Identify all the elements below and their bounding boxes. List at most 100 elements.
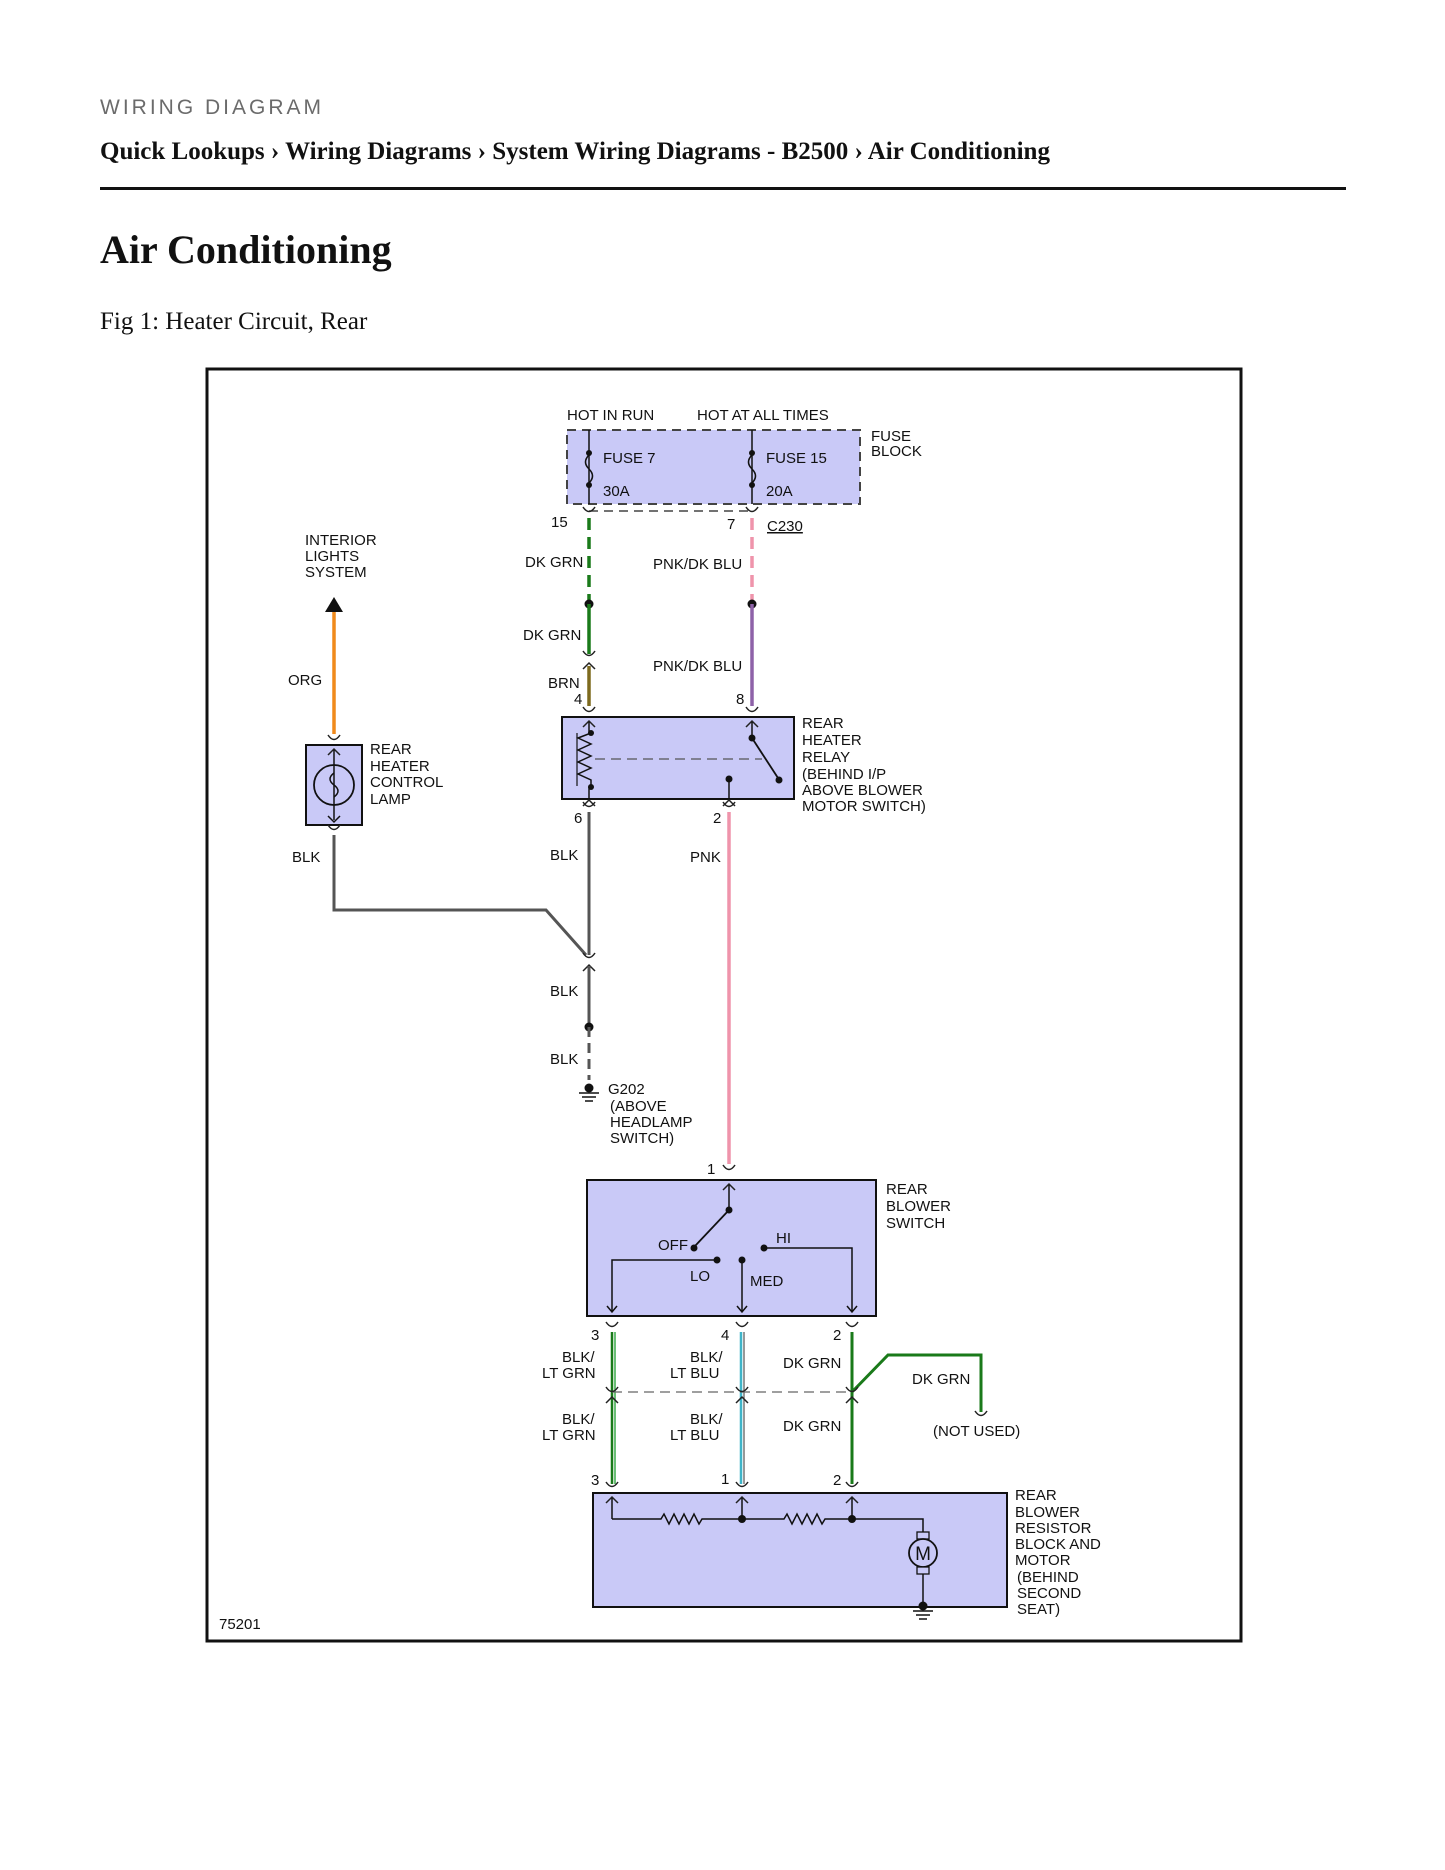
- breadcrumb-separator: ›: [854, 138, 863, 165]
- header-divider: [100, 187, 1346, 190]
- wire-blk-ground: BLK BLK BLK BLK: [292, 812, 596, 1080]
- breadcrumb-item-system-wiring-diagrams[interactable]: System Wiring Diagrams - B2500: [492, 138, 849, 165]
- svg-text:BLK/: BLK/: [562, 1411, 595, 1428]
- relay-coil-icon: [576, 732, 593, 787]
- fuse-block: HOT IN RUN HOT AT ALL TIMES FUSE BLOCK F…: [566, 407, 922, 505]
- svg-text:SECOND: SECOND: [1017, 1585, 1081, 1602]
- wire-dk-grn-output: DK GRN DK GRN DK GRN (NOT USED): [783, 1332, 1020, 1484]
- fuse-15-label: FUSE 15: [766, 450, 827, 467]
- svg-text:HEADLAMP: HEADLAMP: [610, 1114, 693, 1131]
- relay-label: HEATER: [802, 732, 862, 749]
- svg-text:REAR: REAR: [370, 741, 412, 758]
- svg-text:G202: G202: [608, 1081, 645, 1098]
- svg-text:SWITCH: SWITCH: [886, 1215, 945, 1232]
- svg-text:OFF: OFF: [658, 1237, 688, 1254]
- svg-text:REAR: REAR: [886, 1181, 928, 1198]
- svg-text:LIGHTS: LIGHTS: [305, 548, 359, 565]
- svg-text:HEATER: HEATER: [370, 758, 430, 775]
- relay-label: ABOVE BLOWER: [802, 782, 923, 799]
- svg-text:DK GRN: DK GRN: [912, 1371, 970, 1388]
- rear-heater-relay: 4 8 6 2 REAR HEATER RELAY (BEHIND I/P AB…: [561, 691, 926, 827]
- svg-text:LAMP: LAMP: [370, 791, 411, 808]
- diagram-frame: [205, 367, 1243, 1643]
- svg-text:PNK: PNK: [690, 849, 721, 866]
- svg-text:BLK: BLK: [550, 847, 578, 864]
- svg-text:DK GRN: DK GRN: [525, 554, 583, 571]
- svg-text:1: 1: [707, 1161, 715, 1178]
- svg-text:2: 2: [833, 1327, 841, 1344]
- relay-label: RELAY: [802, 749, 850, 766]
- relay-label: (BEHIND I/P: [802, 766, 886, 783]
- svg-text:BLK: BLK: [550, 983, 578, 1000]
- svg-text:BLOWER: BLOWER: [886, 1198, 951, 1215]
- fuse-15-rating: 20A: [766, 483, 793, 500]
- svg-text:BLK/: BLK/: [690, 1349, 723, 1366]
- breadcrumb-item-wiring-diagrams[interactable]: Wiring Diagrams: [285, 138, 472, 165]
- svg-text:1: 1: [721, 1471, 729, 1488]
- svg-text:LT BLU: LT BLU: [670, 1365, 719, 1382]
- relay-label: REAR: [802, 715, 844, 732]
- svg-text:MOTOR: MOTOR: [1015, 1552, 1071, 1569]
- svg-text:4: 4: [721, 1327, 729, 1344]
- svg-text:INTERIOR: INTERIOR: [305, 532, 377, 549]
- svg-text:7: 7: [727, 516, 735, 533]
- arrow-up-icon: [325, 597, 343, 612]
- svg-text:SYSTEM: SYSTEM: [305, 564, 367, 581]
- fuse-7-rating: 30A: [603, 483, 630, 500]
- rear-heater-control-lamp: REAR HEATER CONTROL LAMP: [305, 734, 443, 831]
- svg-text:2: 2: [713, 810, 721, 827]
- page-title: Air Conditioning: [100, 227, 392, 272]
- resistor-icon: [742, 1512, 852, 1526]
- section-kicker: WIRING DIAGRAM: [100, 96, 324, 119]
- inline-connector: [605, 1386, 859, 1404]
- connector-c230: 15 7 C230: [551, 506, 803, 535]
- svg-text:ORG: ORG: [288, 672, 322, 689]
- hot-at-all-times-label: HOT AT ALL TIMES: [697, 407, 829, 424]
- svg-text:6: 6: [574, 810, 582, 827]
- figure-id: 75201: [219, 1616, 261, 1633]
- svg-text:REAR: REAR: [1015, 1487, 1057, 1504]
- svg-text:3: 3: [591, 1472, 599, 1489]
- svg-text:BLOWER: BLOWER: [1015, 1504, 1080, 1521]
- breadcrumb-separator: ›: [270, 138, 280, 165]
- svg-text:(BEHIND: (BEHIND: [1017, 1569, 1079, 1586]
- fuse-block-label: BLOCK: [871, 443, 922, 460]
- fuse-7-label: FUSE 7: [603, 450, 656, 467]
- svg-text:BLK/: BLK/: [562, 1349, 595, 1366]
- fuse-block-label: FUSE: [871, 428, 911, 445]
- wire-org: ORG: [288, 612, 336, 734]
- svg-text:15: 15: [551, 514, 568, 531]
- svg-text:3: 3: [591, 1327, 599, 1344]
- svg-text:BLK: BLK: [292, 849, 320, 866]
- svg-text:BLOCK AND: BLOCK AND: [1015, 1536, 1101, 1553]
- svg-text:C230: C230: [767, 518, 803, 535]
- hot-in-run-label: HOT IN RUN: [567, 407, 654, 424]
- fuse-7-symbol: [584, 454, 594, 484]
- svg-text:BLK/: BLK/: [690, 1411, 723, 1428]
- svg-text:PNK/DK BLU: PNK/DK BLU: [653, 658, 742, 675]
- svg-text:8: 8: [736, 691, 744, 708]
- svg-text:PNK/DK BLU: PNK/DK BLU: [653, 556, 742, 573]
- svg-text:LT BLU: LT BLU: [670, 1427, 719, 1444]
- svg-text:MED: MED: [750, 1273, 784, 1290]
- switch-output-connector: 3 4 2: [591, 1321, 859, 1344]
- wire-blk-lt-blu: BLK/ LT BLU BLK/ LT BLU: [670, 1332, 745, 1484]
- svg-text:DK GRN: DK GRN: [523, 627, 581, 644]
- breadcrumb-item-air-conditioning[interactable]: Air Conditioning: [867, 138, 1050, 165]
- svg-text:HI: HI: [776, 1230, 791, 1247]
- wire-dk-grn-feed: DK GRN DK GRN BRN: [523, 518, 596, 706]
- svg-text:(ABOVE: (ABOVE: [610, 1098, 667, 1115]
- resistor-icon: [612, 1512, 742, 1526]
- svg-text:LT GRN: LT GRN: [542, 1427, 596, 1444]
- rear-blower-resistor-block-and-motor: 3 1 2 M REAR BLOWER RESISTOR BLOCK AND M…: [591, 1471, 1101, 1620]
- breadcrumb-item-quick-lookups[interactable]: Quick Lookups: [100, 138, 265, 165]
- lamp-bulb-icon: [313, 764, 355, 806]
- ground-g202: G202 (ABOVE HEADLAMP SWITCH): [579, 1081, 693, 1147]
- rear-blower-switch: 1 OFF HI LO MED REAR BLOWER SWITCH: [586, 1161, 951, 1317]
- svg-text:4: 4: [574, 691, 582, 708]
- svg-text:SEAT): SEAT): [1017, 1601, 1060, 1618]
- svg-text:BLK: BLK: [550, 1051, 578, 1068]
- breadcrumb: Quick Lookups › Wiring Diagrams › System…: [100, 138, 1050, 166]
- svg-text:2: 2: [833, 1472, 841, 1489]
- svg-text:DK GRN: DK GRN: [783, 1355, 841, 1372]
